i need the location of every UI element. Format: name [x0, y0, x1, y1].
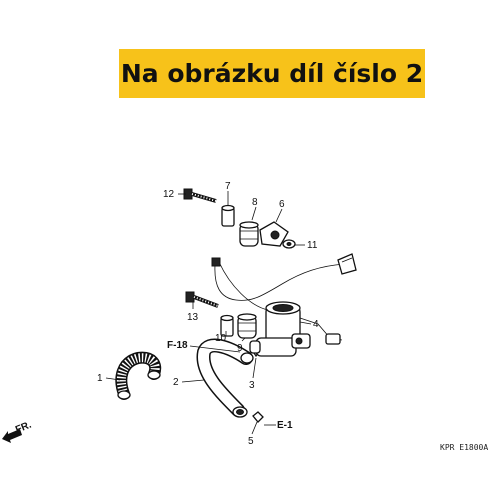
callout-5: 5 [248, 436, 254, 447]
part-4-air-injection-valve[interactable] [249, 301, 343, 357]
callout-1: 1 [97, 373, 103, 384]
part-7-collar[interactable] [221, 204, 235, 227]
callout-2: 2 [173, 377, 179, 388]
callout-3: 3 [249, 380, 255, 391]
callout-7: 7 [225, 181, 231, 192]
part-1-corrugated-hose[interactable] [115, 351, 162, 400]
part-5-hose-clip[interactable] [252, 411, 264, 423]
ref-f18: F-18 [167, 340, 188, 351]
part-2-air-hose[interactable] [196, 338, 254, 418]
wire-harness [211, 253, 357, 311]
direction-label: FR. [14, 419, 33, 435]
front-direction-arrow-icon [2, 429, 22, 443]
callout-4: 4 [313, 319, 319, 330]
part-12-bolt[interactable] [183, 188, 217, 203]
banner-text: Na obrázku díl číslo 2 [120, 59, 424, 88]
leader-lines [105, 191, 312, 435]
part-8-rubber-mount[interactable] [239, 221, 259, 247]
part-9-rubber-mount[interactable] [237, 313, 257, 339]
part-banner: Na obrázku díl číslo 2 [119, 49, 425, 98]
part-11-washer[interactable] [282, 239, 296, 249]
part-10-collar[interactable] [220, 314, 234, 337]
callout-8: 8 [252, 197, 258, 208]
callout-13: 13 [187, 312, 199, 323]
diagram-code: KPR E1800A [440, 443, 488, 452]
callout-10: 10 [215, 333, 227, 344]
part-13-bolt[interactable] [185, 291, 219, 308]
callout-11: 11 [307, 240, 318, 251]
callout-9: 9 [237, 343, 243, 354]
callout-6: 6 [279, 199, 285, 210]
part-6-bracket-clamp[interactable] [259, 221, 289, 247]
callout-12: 12 [163, 189, 175, 200]
ref-e1: E-1 [277, 420, 293, 431]
